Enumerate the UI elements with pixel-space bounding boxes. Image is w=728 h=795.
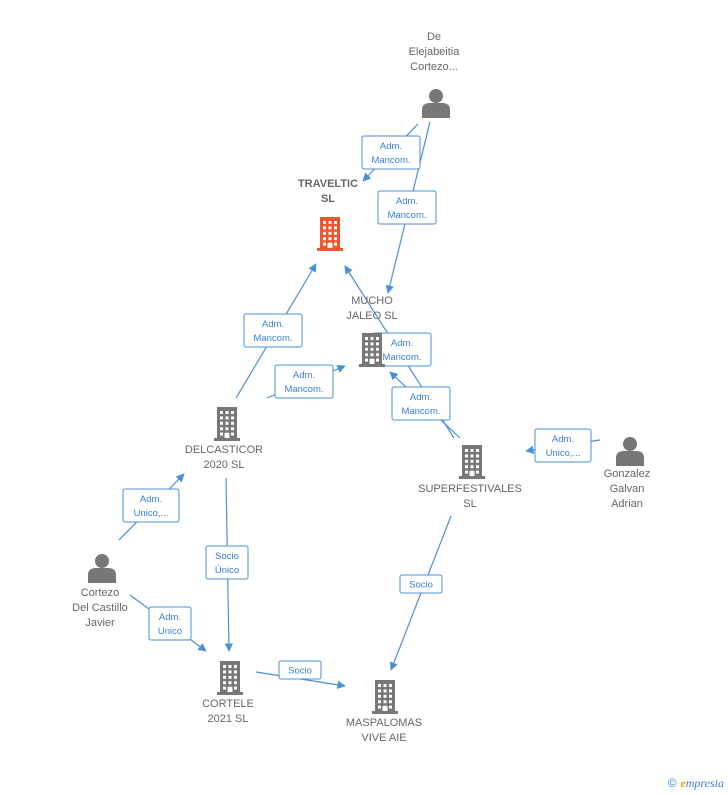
node-mucho[interactable]: MUCHO JALEO SL [346,295,398,367]
footer-brand[interactable]: ©empresia [668,776,724,791]
node-label: Gonzalez [604,468,650,480]
edge-label-text: Adm. [391,338,413,349]
node-label: SL [321,193,335,205]
node-maspalomas[interactable]: MASPALOMAS VIVE AIE [346,680,422,744]
edge-label-text: Mancom. [401,406,440,417]
edge-label-text: Mancom. [387,210,426,221]
edge-label-text: Mancom. [371,155,410,166]
node-label: 2021 SL [208,713,249,725]
edge-label-text: Adm. [159,612,181,623]
edge-label-cortele-masp[interactable]: Socio [278,660,322,680]
edge-label-box [534,428,592,463]
node-label: VIVE AIE [361,732,406,744]
edge-label-box [377,190,437,225]
edge-label-text: Adm. [410,392,432,403]
edge-label-text: Mancom. [382,352,421,363]
edge-label-box [148,606,192,641]
edge-label-gonz-super[interactable]: Adm. Unico,... [534,428,592,463]
edge-label-text: Mancom. [284,384,323,395]
node-traveltic[interactable]: TRAVELTIC SL [298,178,358,251]
nodes-layer: TRAVELTIC SL MUCHO JALEO SL DELCASTICOR 2020 … [72,31,650,744]
node-label: JALEO SL [346,310,397,322]
edge-label-box [361,135,421,170]
node-label: SUPERFESTIVALES [418,483,522,495]
edge-label-delc-traveltic[interactable]: Adm. Mancom. [243,313,303,348]
edge-label-box [205,545,249,580]
person-icon [422,89,450,118]
building-icon [372,680,398,714]
edge-label-text: Adm. [140,494,162,505]
node-label: Cortezo [81,587,120,599]
edge-label-box [399,574,443,594]
node-label: Del Castillo [72,602,128,614]
edge-label-box [391,386,451,421]
edge-label-text: Adm. [552,434,574,445]
building-icon [217,661,243,695]
edge-label-cortezo-cortele[interactable]: Adm. Unico [148,606,192,641]
edge-label-box [243,313,303,348]
building-icon [459,445,485,479]
edge-label-text: Único [215,565,239,576]
empresia-logo: empresia [680,776,724,790]
node-label: MASPALOMAS [346,717,422,729]
edge-label-text: Socio [409,580,433,591]
edge-label-super-traveltic[interactable]: Adm. Mancom. [372,332,432,367]
node-label: Javier [85,617,115,629]
edge-label-super-mucho[interactable]: Adm. Mancom. [391,386,451,421]
node-label: Cortezo... [410,61,458,73]
node-cortele[interactable]: CORTELE 2021 SL [202,661,254,725]
edges-layer [118,121,601,689]
edge-label-cortezo-delc[interactable]: Adm. Unico,... [122,488,180,523]
edge-label-text: Unico [158,626,182,637]
person-icon [88,554,116,583]
node-label: Adrian [611,498,643,510]
node-label: Galvan [610,483,645,495]
node-label: TRAVELTIC [298,178,358,190]
building-icon [214,407,240,441]
node-delcasticor[interactable]: DELCASTICOR 2020 SL [185,407,263,471]
node-dee[interactable]: DeElejabeitiaCortezo... [409,31,461,118]
node-label: Elejabeitia [409,46,461,58]
edge-label-dee-mucho[interactable]: Adm. Mancom. [377,190,437,225]
edge-label-text: Socio [215,551,239,562]
node-superfest[interactable]: SUPERFESTIVALES SL [418,445,522,510]
edge-label-box [274,364,334,399]
edge-label-text: Adm. [262,319,284,330]
edge-label-text: Unico,... [546,448,581,459]
edge-label-text: Adm. [293,370,315,381]
edge-label-delc-mucho[interactable]: Adm. Mancom. [274,364,334,399]
edge-label-dee-traveltic[interactable]: Adm. Mancom. [361,135,421,170]
node-label: De [427,31,441,43]
edge-labels-layer: Adm. Mancom. Adm. Mancom. Adm. Mancom. Adm. Man… [122,135,592,680]
building-icon [359,333,385,367]
node-label: SL [463,498,476,510]
edge-label-text: Unico,... [134,508,169,519]
edge-label-text: Socio [288,666,312,677]
node-label: DELCASTICOR [185,444,263,456]
node-label: MUCHO [351,295,393,307]
edge-label-text: Adm. [380,141,402,152]
node-label: CORTELE [202,698,254,710]
edge-label-text: Adm. [396,196,418,207]
edge-label-super-masp[interactable]: Socio [399,574,443,594]
building-icon [317,217,343,251]
edge-label-text: Mancom. [253,333,292,344]
person-icon [616,437,644,466]
edge-label-box [278,660,322,680]
copyright-symbol: © [667,776,677,790]
edge-label-box [122,488,180,523]
node-label: 2020 SL [204,459,245,471]
